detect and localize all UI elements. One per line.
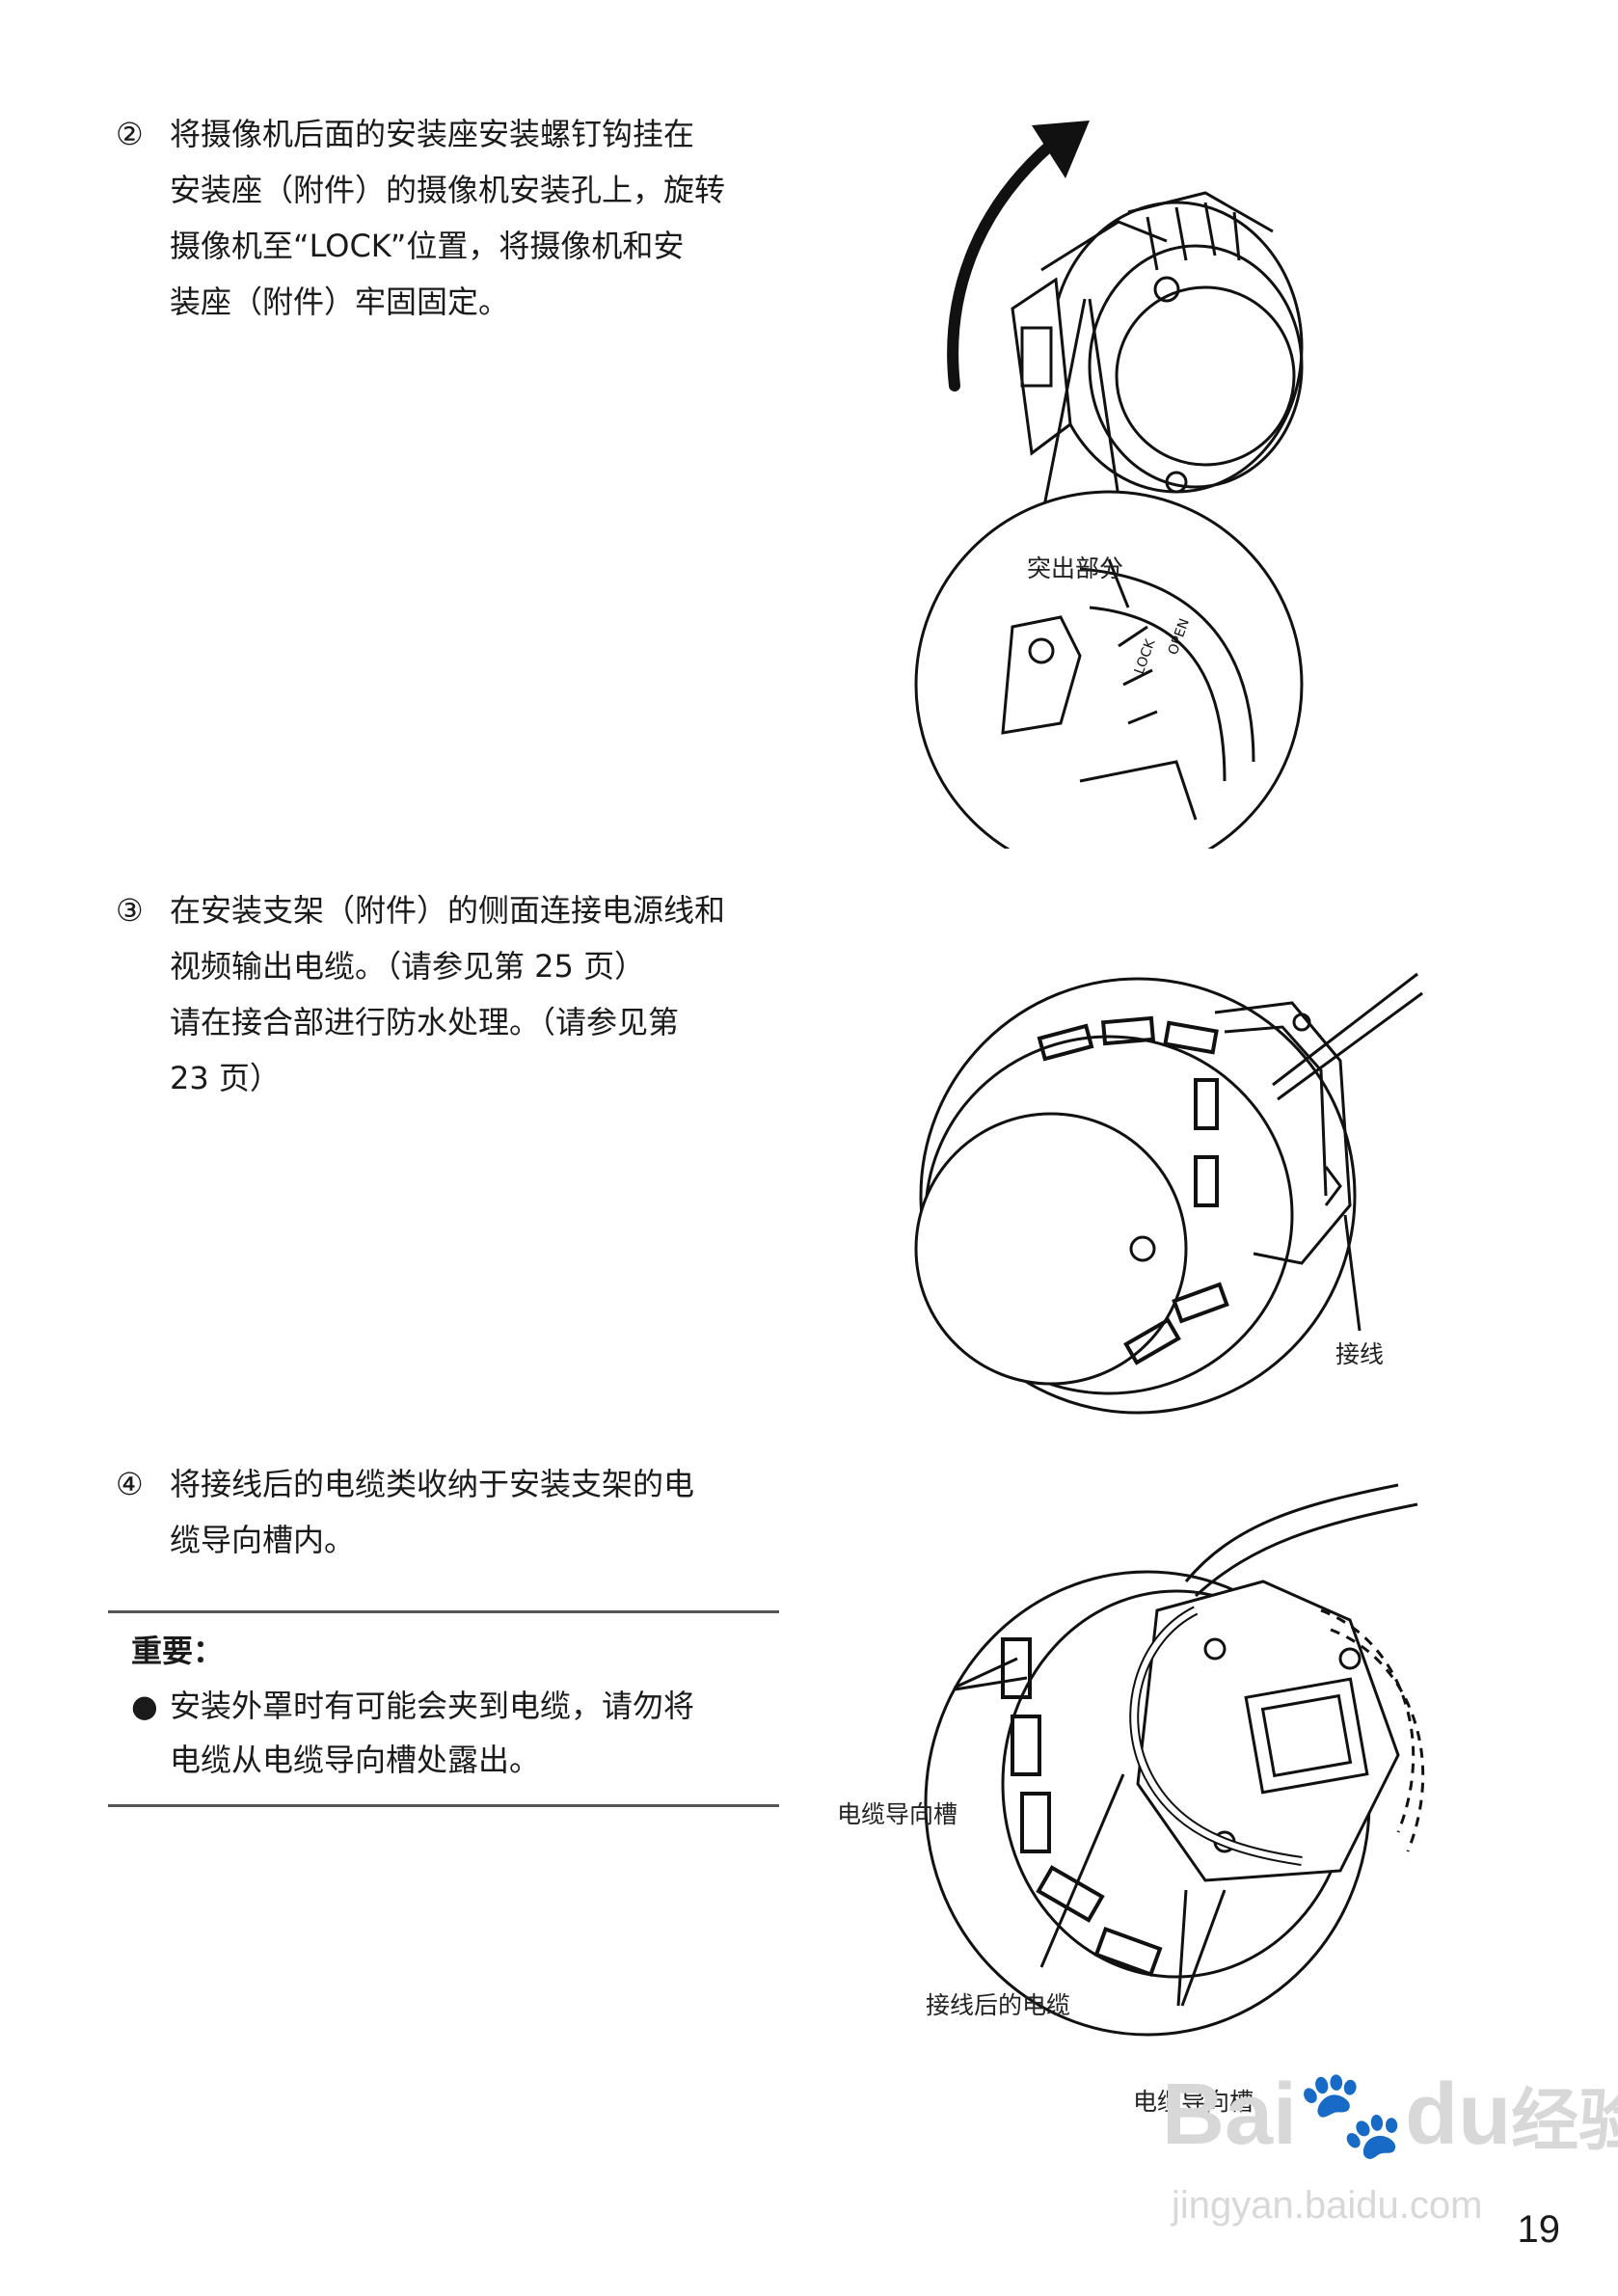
bullet-dot: ● [131, 1688, 158, 1724]
step-text: 将接线后的电缆类收纳于安装支架的电 缆导向槽内。 [170, 1466, 695, 1558]
figure-cable-routing [924, 1483, 1425, 2037]
paw-icon: 🐾 [1297, 2066, 1406, 2163]
step-text: 在安装支架（附件）的侧面连接电源线和 视频输出电缆。（请参见第 25 页） 请在… [170, 892, 726, 1096]
step-number: ④ [116, 1466, 144, 1502]
watermark-brand: Bai🐾du经验 [1162, 2066, 1618, 2163]
step-4: ④ 将接线后的电缆类收纳于安装支架的电 缆导向槽内。 [116, 1456, 781, 1568]
important-note: 重要： ● 安装外罩时有可能会夹到电缆，请勿将 电缆从电缆导向槽处露出。 [108, 1610, 779, 1807]
step-2: ② 将摄像机后面的安装座安装螺钉钩挂在 安装座（附件）的摄像机安装孔上，旋转 摄… [116, 106, 781, 330]
callout-cable-guide-left: 电缆导向槽 [837, 1800, 958, 1828]
callout-cable-guide-bottom: 电缆导向槽 [1133, 2088, 1254, 2116]
figure-camera-lock: LOCK OPEN [914, 121, 1304, 849]
step-number: ② [116, 116, 144, 152]
watermark-url: jingyan.baidu.com [1172, 2184, 1483, 2227]
callout-wired-cable: 接线后的电缆 [926, 1991, 1071, 2019]
step-number: ③ [116, 892, 144, 929]
callout-connection: 接线 [1335, 1340, 1385, 1368]
page-number: 19 [1517, 2208, 1561, 2251]
important-bullet: ● 安装外罩时有可能会夹到电缆，请勿将 电缆从电缆导向槽处露出。 [131, 1679, 779, 1787]
figure-camera-cable [914, 972, 1423, 1415]
important-title: 重要： [131, 1633, 225, 1669]
callout-protrusion: 突出部分 [1027, 554, 1124, 582]
step-3: ③ 在安装支架（附件）的侧面连接电源线和 视频输出电缆。（请参见第 25 页） … [116, 882, 781, 1106]
step-text: 将摄像机后面的安装座安装螺钉钩挂在 安装座（附件）的摄像机安装孔上，旋转 摄像机… [170, 116, 726, 320]
